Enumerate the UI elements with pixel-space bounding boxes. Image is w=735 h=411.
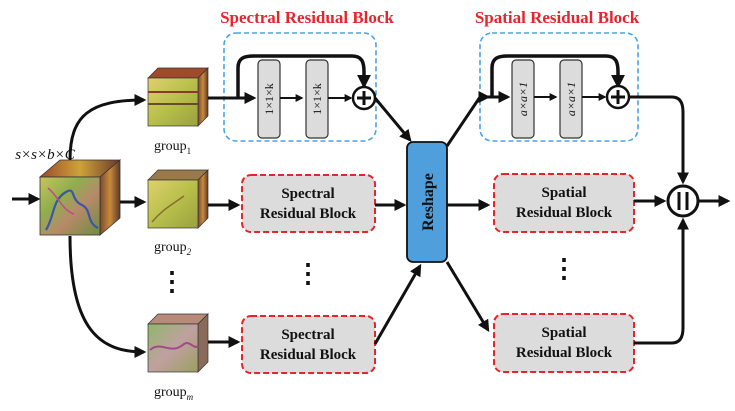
reshape-to-spatial-detail-arrow	[445, 91, 491, 147]
spatial-add-icon	[605, 84, 631, 110]
groupm-cube	[147, 313, 209, 373]
spatial-conv-2-label: a×a×1	[564, 82, 578, 116]
spatial-residual-block-2	[493, 173, 635, 233]
reshape-block	[406, 141, 448, 263]
spatial-detail-box	[479, 32, 639, 142]
spectral-block-m-line1: Spectral	[281, 327, 334, 343]
spectral-residual-block-m	[241, 315, 376, 374]
spatial-ellipsis: ⋮	[551, 254, 577, 283]
spectral-conv-1-label: 1×1×k	[262, 83, 276, 115]
spatial-conv-1-label: a×a×1	[516, 82, 530, 116]
group2-label: group2	[154, 240, 192, 257]
spatial-detail-to-concat-arrow	[629, 95, 689, 185]
spectral-detail-to-reshape-arrow	[373, 97, 412, 142]
spectral-detail-box	[223, 32, 377, 142]
spectral-block-m-line2: Residual Block	[260, 347, 357, 363]
split-arrow-group1	[68, 94, 147, 161]
reshape-to-spatial-block-m-arrow	[445, 261, 490, 333]
spatial-block-title: Spatial Residual Block	[475, 8, 640, 27]
group1-cube	[147, 67, 209, 127]
spectral-block-title: Spectral Residual Block	[220, 8, 394, 27]
spatial-conv-1	[511, 59, 535, 139]
spatial-conv-2	[559, 59, 583, 139]
input-dims-label: s×s×b×C	[15, 147, 76, 163]
spectral-block-m-to-reshape-arrow	[373, 263, 422, 345]
input-cube	[38, 159, 122, 236]
spatial-block-m-line1: Spatial	[541, 325, 586, 341]
group2-cube	[147, 169, 209, 229]
spectral-conv-2-label: 1×1×k	[310, 83, 324, 115]
split-arrow-groupm	[68, 235, 147, 358]
spectral-block-2-line2: Residual Block	[260, 206, 357, 222]
spatial-skip-connection	[490, 54, 625, 97]
groups-ellipsis: ⋮	[159, 267, 185, 296]
groupm-label: groupm	[154, 385, 194, 402]
spatial-residual-block-m	[493, 313, 635, 373]
spectral-add-icon	[351, 85, 377, 111]
spectral-block-2-line1: Spectral	[281, 186, 334, 202]
spatial-block-m-line2: Residual Block	[516, 345, 613, 361]
spectral-ellipsis: ⋮	[295, 259, 321, 288]
reshape-label: Reshape	[420, 173, 437, 231]
spatial-block-2-line1: Spatial	[541, 185, 586, 201]
spectral-residual-block-2	[241, 174, 376, 233]
concat-icon	[666, 184, 700, 218]
group1-label: group1	[154, 139, 191, 156]
spatial-block-2-line2: Residual Block	[516, 205, 613, 221]
spatial-block-m-to-concat-arrow	[634, 217, 689, 345]
spectral-skip-connection	[236, 54, 371, 98]
